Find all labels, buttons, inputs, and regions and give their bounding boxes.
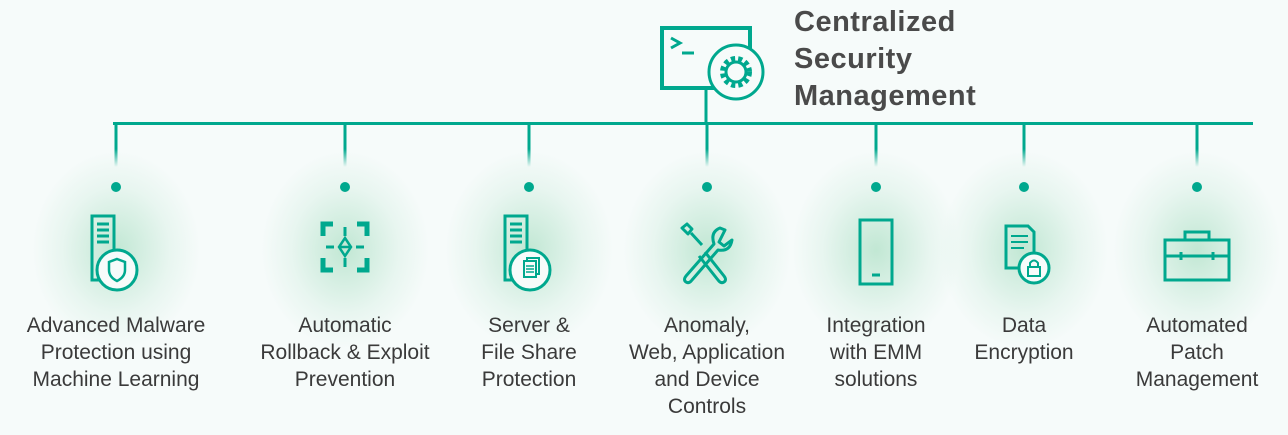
connector-line — [1022, 122, 1026, 167]
connector-line — [705, 122, 709, 167]
feature-label: Integration with EMM solutions — [826, 314, 926, 391]
connector-line — [874, 122, 878, 167]
connector-line — [1195, 122, 1199, 167]
connector-line — [527, 122, 531, 167]
connector-line — [114, 122, 118, 167]
connector-dot — [1192, 182, 1202, 192]
feature-label: Automated Patch Management — [1135, 314, 1259, 391]
title-line: Security — [794, 43, 913, 75]
connector-dot — [1019, 182, 1029, 192]
connector-bus — [113, 122, 1253, 125]
header-title: Centralized Security Management — [794, 4, 976, 115]
tools-icon — [672, 212, 742, 297]
mobile-device-icon — [851, 212, 901, 297]
connector-dot — [340, 182, 350, 192]
feature-label: Anomaly, Web, Application and Device Con… — [628, 314, 786, 418]
title-line: Centralized — [794, 6, 956, 38]
feature-label: Data Encryption — [974, 314, 1074, 364]
briefcase-icon — [1157, 212, 1237, 297]
document-lock-icon — [994, 212, 1054, 297]
connector-dot — [524, 182, 534, 192]
feature-label: Server & File Share Protection — [481, 314, 577, 391]
terminal-gear-icon — [660, 26, 765, 124]
server-documents-icon — [499, 212, 559, 297]
server-shield-icon — [86, 212, 146, 297]
connector-dot — [702, 182, 712, 192]
connector-dot — [111, 182, 121, 192]
feature-label: Automatic Rollback & Exploit Prevention — [260, 314, 430, 391]
title-line: Management — [794, 80, 977, 112]
connector-line — [343, 122, 347, 167]
focus-frame-icon — [315, 212, 375, 297]
feature-label: Advanced Malware Protection using Machin… — [26, 314, 206, 391]
connector-dot — [871, 182, 881, 192]
